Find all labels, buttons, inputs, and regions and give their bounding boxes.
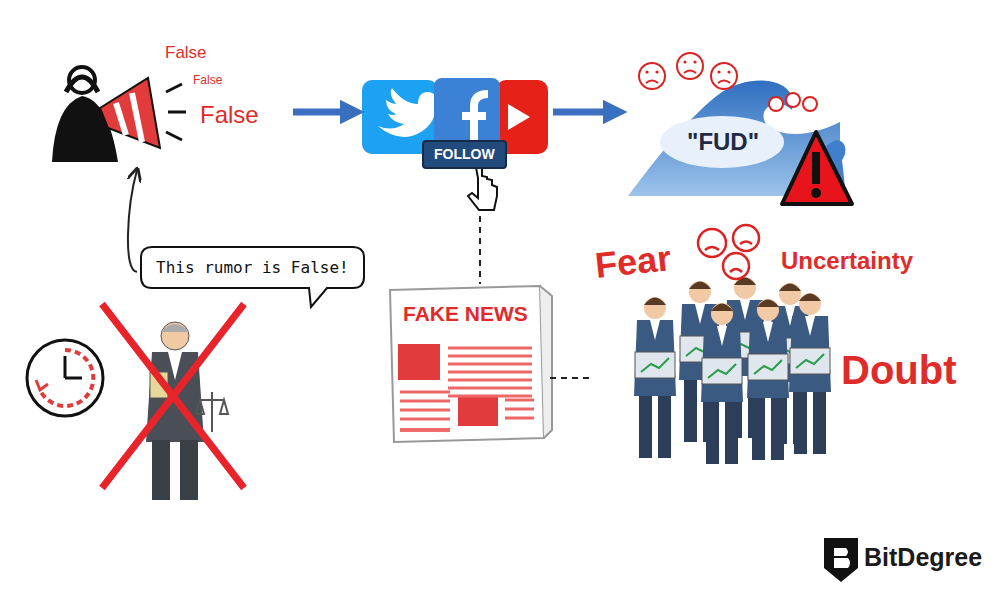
dashed-connector xyxy=(479,216,481,284)
investor-crowd-node: Fear UncertaintyDoubt xyxy=(595,228,990,464)
flow-arrow xyxy=(553,109,620,116)
brand-logo-text: BitDegree xyxy=(864,544,982,572)
node-text: False xyxy=(200,102,259,128)
social-icons xyxy=(362,78,548,210)
speech-bubble: This rumor is False! xyxy=(140,246,365,289)
fud-word: Uncertainty xyxy=(781,248,913,274)
bubble-outline xyxy=(140,246,365,309)
crowd xyxy=(634,277,831,464)
fud-word: Doubt xyxy=(841,348,957,392)
worried-faces xyxy=(698,225,759,279)
fud-wave-node: "FUD" xyxy=(625,55,840,200)
megaphone-node: FalseFalseFalse xyxy=(50,40,290,166)
node-text: False xyxy=(193,74,222,87)
fud-word: Fear xyxy=(593,238,673,285)
follow-button: FOLLOW xyxy=(422,140,507,169)
warning-sign xyxy=(782,132,852,204)
cross-mark xyxy=(102,304,244,488)
clock-icon xyxy=(27,340,103,416)
megaphone-person xyxy=(52,67,186,162)
node-text: "FUD" xyxy=(687,129,759,155)
dashed-connector xyxy=(550,377,590,379)
node-text: False xyxy=(165,44,207,63)
node-text: This rumor is False! xyxy=(156,258,349,277)
logo-mark xyxy=(834,548,850,568)
newspaper xyxy=(390,286,552,442)
flow-arrow xyxy=(293,109,357,116)
social-media-node: FOLLOW xyxy=(362,78,550,214)
flow-arrow xyxy=(128,170,137,272)
node-text: FAKE NEWS xyxy=(403,302,528,325)
fud-wave xyxy=(628,53,846,196)
logo-shield xyxy=(824,538,858,582)
fake-news-node: FAKE NEWS xyxy=(385,286,547,442)
